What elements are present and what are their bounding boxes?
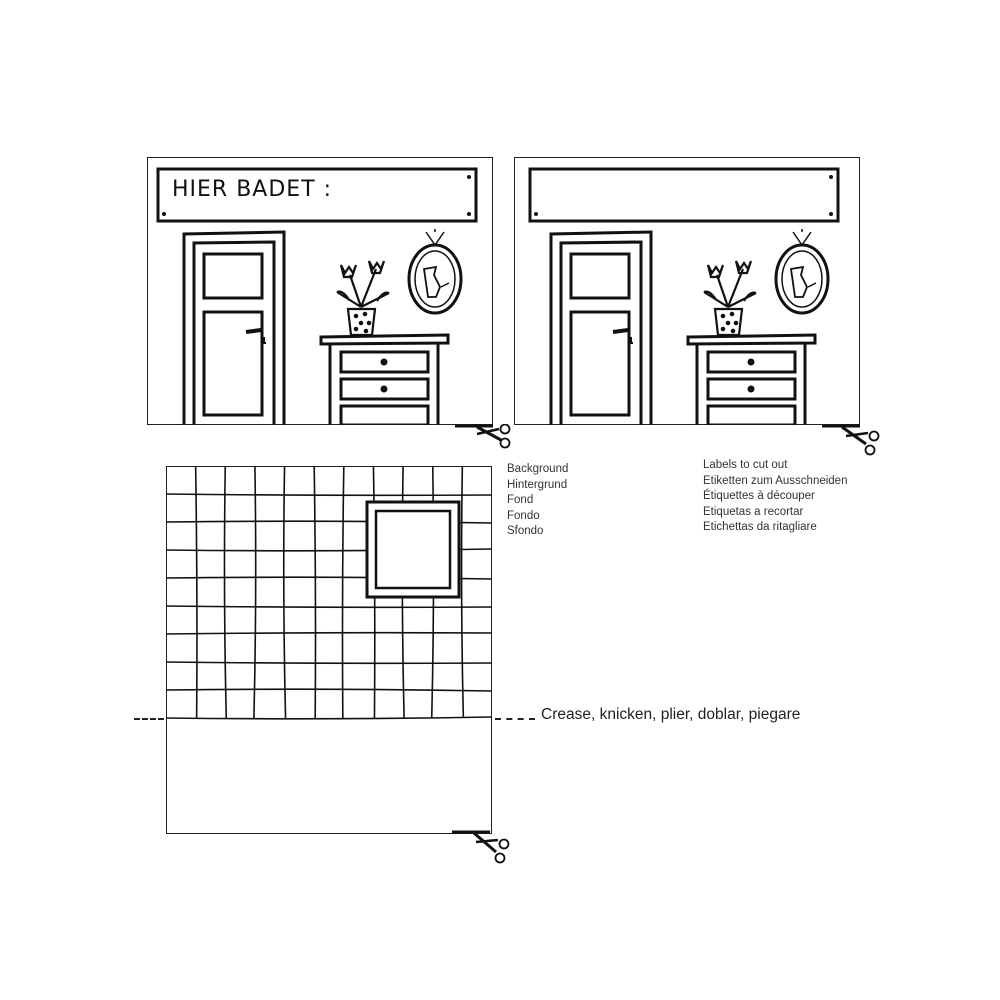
background-panel [166,466,492,834]
caption-line: Etiketten zum Ausschneiden [703,474,848,487]
tile-line [166,605,492,609]
tile-line [166,631,492,635]
label-card-filled [147,157,493,425]
tile-line [194,466,198,719]
caption-line: Etichettas da ritagliare [703,521,817,533]
scissors-icon [452,830,510,864]
bathroom-scene-drawing [147,157,493,425]
caption-line: Background [507,463,569,475]
bathroom-scene-drawing-blank [514,157,860,425]
crease-dash-right [495,718,535,720]
tile-line [282,466,287,719]
scissors-icon [822,424,880,456]
caption-line: Hintergrund [507,478,568,491]
dresser-icon [686,333,817,425]
flower-pot-icon [703,260,757,337]
background-caption: Background Hintergrund Fond Fondo Sfondo [507,462,568,540]
tile-line [341,466,345,719]
window-icon [365,500,461,599]
caption-line: Fondo [507,509,540,522]
tile-line [253,466,257,719]
door-icon [549,230,653,425]
flower-pot-icon [336,260,390,337]
sign-text: HIER BADET : [172,177,333,202]
tile-line [166,661,492,665]
tiled-wall-drawing [166,466,492,834]
sign-plaque-blank [528,167,840,223]
crocodile-portrait-icon [774,229,830,315]
dresser-icon [319,333,450,425]
label-card-blank [514,157,860,425]
caption-line: Sfondo [507,525,544,537]
sign-plaque [156,167,478,223]
caption-line: Etiquetas a recortar [703,505,804,518]
tile-line [166,493,492,497]
tile-line [460,466,465,719]
crocodile-portrait-icon [407,229,463,315]
caption-line: Fond [507,494,534,506]
crease-dash-left [134,718,164,720]
caption-line: Labels to cut out [703,459,788,471]
labels-caption: Labels to cut out Etiketten zum Ausschne… [703,458,847,536]
tile-line [223,466,228,719]
door-icon [182,230,286,425]
tile-line [166,716,492,720]
tile-line [166,688,492,692]
scissors-icon [455,424,511,449]
crease-label: Crease, knicken, plier, doblar, piegare [541,706,801,723]
tile-line [313,466,317,719]
caption-line: Étiquettes à découper [703,490,815,502]
